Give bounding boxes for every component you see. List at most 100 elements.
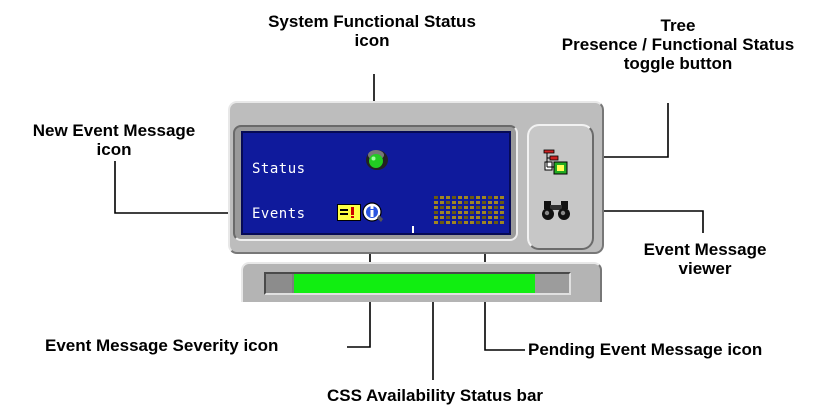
callout-css-bar: CSS Availability Status bar	[290, 386, 580, 405]
events-label: Events	[252, 206, 306, 222]
pending-grid-cell	[440, 216, 444, 219]
pending-grid-cell	[458, 201, 462, 204]
event-message-severity-icon[interactable]	[361, 201, 383, 223]
pending-grid-cell	[458, 206, 462, 209]
pending-grid-cell	[440, 201, 444, 204]
pending-grid-cell	[464, 211, 468, 214]
pending-grid-cell	[464, 206, 468, 209]
pending-grid-cell	[452, 221, 456, 224]
pending-grid-cell	[434, 196, 438, 199]
pending-grid-cell	[500, 196, 504, 199]
pending-grid-cell	[440, 221, 444, 224]
pending-grid-cell	[458, 211, 462, 214]
pending-grid-cell	[464, 196, 468, 199]
pending-grid-cell	[482, 201, 486, 204]
pending-grid-cell	[446, 196, 450, 199]
pending-grid-cell	[452, 201, 456, 204]
pending-grid-cell	[470, 206, 474, 209]
pending-grid-cell	[440, 206, 444, 209]
side-button-panel	[527, 124, 594, 250]
pending-grid-cell	[488, 216, 492, 219]
pending-grid-cell	[494, 201, 498, 204]
pending-grid-cell	[494, 196, 498, 199]
callout-text: CSS Availability Status bar	[326, 386, 544, 405]
callout-pending: Pending Event Message icon	[528, 340, 828, 359]
callout-text: toggle button	[623, 54, 733, 73]
availability-bar-left-cap	[266, 274, 292, 293]
pending-grid-cell	[452, 196, 456, 199]
pending-grid-cell	[482, 216, 486, 219]
callout-text: icon	[96, 140, 132, 159]
pending-grid-cell	[494, 221, 498, 224]
availability-bar-right-cap	[535, 274, 569, 293]
pending-grid-cell	[434, 211, 438, 214]
pending-grid-cell	[470, 216, 474, 219]
pending-grid-cell	[482, 206, 486, 209]
pending-grid-cell	[446, 221, 450, 224]
pending-grid-cell	[440, 196, 444, 199]
pending-grid-cell	[500, 221, 504, 224]
pending-grid-cell	[446, 211, 450, 214]
availability-bar-fill	[294, 274, 535, 293]
pending-grid-cell	[458, 221, 462, 224]
pending-grid-cell	[500, 201, 504, 204]
css-availability-status-bar	[264, 272, 571, 295]
pending-grid-cell	[482, 196, 486, 199]
callout-system-status: System Functional Status icon	[232, 12, 512, 50]
pending-grid-cell	[482, 221, 486, 224]
callout-text: New Event Message	[32, 121, 196, 140]
pending-grid-cell	[500, 216, 504, 219]
pending-grid-cell	[494, 216, 498, 219]
callout-text: Presence / Functional Status	[561, 35, 795, 54]
tree-presence-functional-status-toggle-button[interactable]	[542, 148, 570, 176]
pending-grid-cell	[434, 216, 438, 219]
callout-text: Pending Event Message icon	[528, 340, 763, 359]
pending-grid-cell	[500, 211, 504, 214]
callout-event-viewer: Event Message viewer	[605, 240, 805, 278]
pending-grid-cell	[494, 206, 498, 209]
pending-grid-cell	[434, 206, 438, 209]
pending-event-message-icon[interactable]	[432, 194, 508, 227]
callout-text: icon	[354, 31, 390, 50]
pending-grid-cell	[470, 221, 474, 224]
status-label: Status	[252, 161, 306, 177]
pending-grid-cell	[470, 211, 474, 214]
pending-grid-cell	[458, 196, 462, 199]
pending-grid-cell	[488, 221, 492, 224]
callout-text: Event Message	[643, 240, 767, 259]
pending-grid-cell	[458, 216, 462, 219]
callout-text: viewer	[678, 259, 732, 278]
callout-severity: Event Message Severity icon	[45, 336, 345, 355]
callout-new-event: New Event Message icon	[4, 121, 224, 159]
pending-grid-cell	[452, 211, 456, 214]
callout-text: System Functional Status	[268, 12, 476, 31]
pending-grid-cell	[440, 211, 444, 214]
pending-grid-cell	[488, 201, 492, 204]
pending-grid-cell	[446, 201, 450, 204]
pending-grid-cell	[476, 206, 480, 209]
callout-text: Event Message Severity icon	[45, 336, 279, 355]
pending-grid-cell	[464, 221, 468, 224]
pending-grid-cell	[434, 221, 438, 224]
pending-grid-cell	[452, 206, 456, 209]
pending-grid-cell	[476, 216, 480, 219]
pending-grid-cell	[476, 201, 480, 204]
callout-tree-toggle: Tree Presence / Functional Status toggle…	[548, 16, 808, 73]
pending-grid-cell	[488, 211, 492, 214]
pending-grid-cell	[446, 216, 450, 219]
new-event-message-icon[interactable]	[337, 204, 361, 221]
pending-grid-cell	[476, 196, 480, 199]
system-functional-status-icon[interactable]	[364, 146, 394, 176]
pending-grid-cell	[488, 206, 492, 209]
pending-grid-cell	[446, 206, 450, 209]
pending-grid-cell	[482, 211, 486, 214]
pending-grid-cell	[464, 216, 468, 219]
pending-grid-cell	[500, 206, 504, 209]
pending-grid-cell	[494, 211, 498, 214]
binoculars-icon[interactable]	[541, 199, 573, 221]
pending-grid-cell	[452, 216, 456, 219]
pending-grid-cell	[476, 221, 480, 224]
pending-grid-cell	[470, 196, 474, 199]
screen-tick-mark	[412, 226, 414, 233]
pending-grid-cell	[476, 211, 480, 214]
